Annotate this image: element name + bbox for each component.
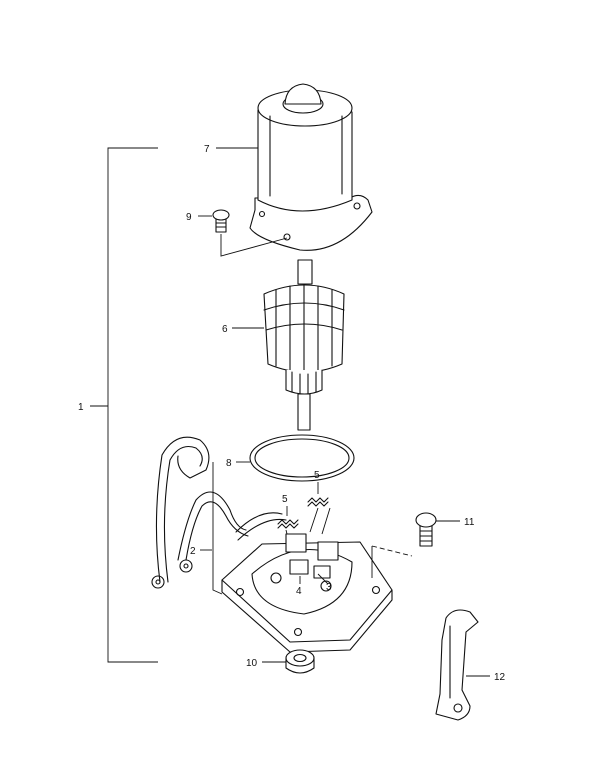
callout-10: 10	[246, 658, 258, 669]
callout-5a: 5	[314, 470, 320, 481]
callout-11: 11	[464, 517, 475, 528]
screw-icon	[212, 209, 230, 233]
o-ring-icon	[249, 434, 355, 482]
callout-12: 12	[494, 672, 506, 683]
callout-8: 8	[226, 458, 232, 469]
callout-4: 4	[296, 586, 302, 597]
assembly-bracket	[90, 147, 158, 663]
brush-holder-base-icon	[221, 533, 393, 653]
callout-2: 2	[190, 546, 196, 557]
callout-5b: 5	[282, 494, 288, 505]
armature-icon	[263, 259, 345, 431]
callout-3: 3	[326, 582, 332, 593]
callout-7: 7	[204, 144, 210, 155]
oil-seal-icon	[285, 649, 315, 674]
callout-9: 9	[186, 212, 192, 223]
callout-6: 6	[222, 324, 228, 335]
bracket-icon	[435, 609, 479, 721]
wire-harness-icon	[151, 436, 287, 589]
bolt-icon	[415, 512, 437, 547]
callout-1: 1	[78, 402, 84, 413]
motor-cover-icon	[249, 83, 373, 251]
